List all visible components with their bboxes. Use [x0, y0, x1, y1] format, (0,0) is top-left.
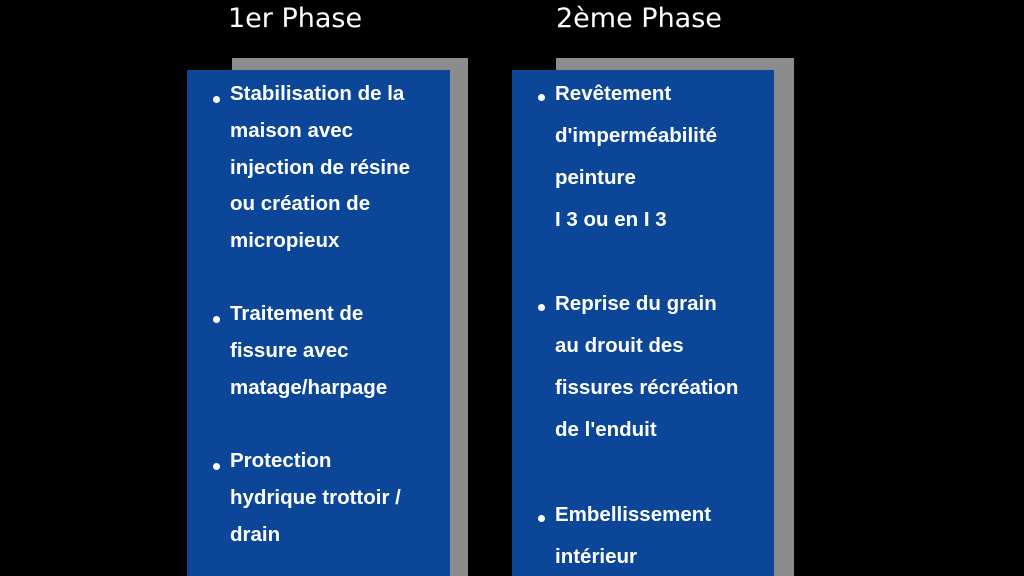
phase-1-title: 1er Phase [228, 3, 363, 34]
bullet-icon [213, 96, 220, 103]
bullet-icon [213, 463, 220, 470]
bullet-icon [213, 316, 220, 323]
list-item-text: Stabilisation de la maison avec injectio… [230, 82, 410, 253]
list-item-text: Revêtement d'imperméabilité peinture I 3… [555, 82, 718, 231]
phase-2-title: 2ème Phase [556, 3, 722, 34]
list-item-text: Protection hydrique trottoir / drain [230, 449, 401, 546]
bullet-icon [538, 515, 545, 522]
bullet-icon [538, 94, 545, 101]
phase-2-panel: Revêtement d'imperméabilité peinture I 3… [512, 70, 774, 576]
list-item-text: Embellissement intérieur [555, 503, 712, 568]
phase-1-panel: Stabilisation de la maison avec injectio… [187, 70, 450, 576]
bullet-icon [538, 304, 545, 311]
list-item-text: Reprise du grain au drouit des fissures … [555, 292, 739, 441]
list-item-text: Traitement de fissure avec matage/harpag… [230, 302, 388, 399]
